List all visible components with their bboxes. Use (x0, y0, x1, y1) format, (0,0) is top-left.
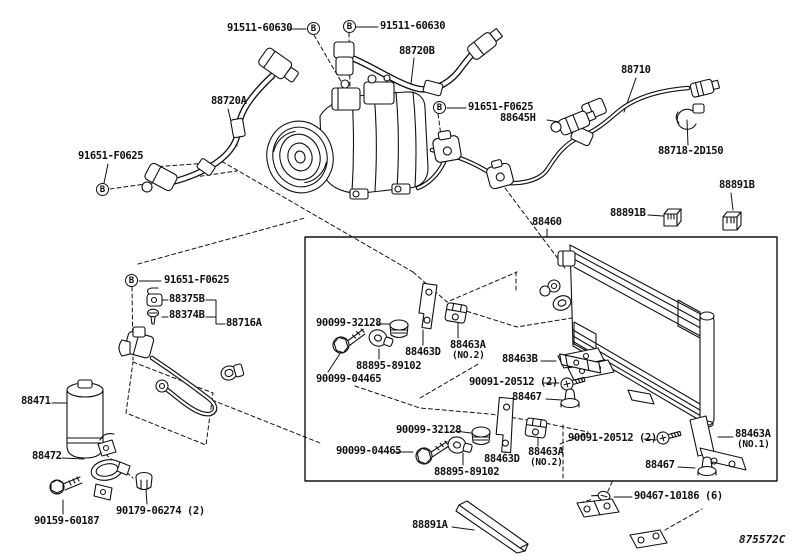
washer-88895-upper (368, 329, 394, 347)
bolt-90099-04465-lower (415, 440, 449, 465)
part-label-91651-f0625-3: 91651-F0625 (164, 274, 230, 286)
part-label-88463a-no1-sub: (NO.1) (737, 439, 770, 450)
pipe-clamp-2 (486, 159, 514, 190)
part-label-90159-60187: 90159-60187 (34, 515, 100, 527)
part-label-88463a-lower: 88463A (528, 446, 564, 458)
part-label-88895-89102-lower: 88895-89102 (434, 466, 500, 478)
discharge-hose-88720a (141, 47, 299, 193)
part-label-88895-89102-upper: 88895-89102 (356, 360, 422, 372)
part-label-88645h: 88645H (500, 112, 536, 124)
part-label-88374b: 88374B (169, 309, 205, 321)
clip-88463a-no2-lower (524, 417, 548, 439)
clip-88891b-left (663, 208, 682, 227)
suction-hose-88720b (333, 27, 503, 97)
part-label-91511-60630-1: 91511-60630 (227, 22, 293, 34)
tube-clamp (220, 363, 245, 381)
bracket-88463b (559, 353, 602, 374)
part-label-88716a: 88716A (226, 317, 262, 329)
bolt-90159-60187 (49, 476, 83, 495)
part-label-88463b: 88463B (502, 353, 538, 365)
condenser-group-box (304, 236, 778, 482)
part-label-91511-60630-2: 91511-60630 (380, 20, 446, 32)
cushion-88467-upper (560, 388, 580, 409)
part-label-90467-10186: 90467-10186 (6) (634, 490, 723, 502)
part-label-90179-06274: 90179-06274 (2) (116, 505, 205, 517)
callout-marker-b-3: B (96, 183, 109, 196)
bolt-90099-04465-upper (332, 328, 366, 354)
part-label-90099-32128-upper: 90099-32128 (316, 317, 382, 329)
liquid-pipe-88710 (494, 78, 721, 186)
part-label-88720b: 88720B (399, 45, 435, 57)
callout-marker-b-1: B (307, 22, 320, 35)
part-label-90099-04465-lower: 90099-04465 (336, 445, 402, 457)
part-label-88375b: 88375B (169, 293, 205, 305)
clip-88375b (146, 287, 163, 307)
pipe-clamp-91651 (432, 129, 462, 163)
part-label-88471: 88471 (21, 395, 51, 407)
bracket-plate-1 (576, 498, 620, 518)
part-label-88891b-left: 88891B (610, 207, 646, 219)
part-label-88463a-upper: 88463A (450, 339, 486, 351)
clip-88463a-no2-upper (444, 302, 468, 324)
label-leader-lines (51, 26, 734, 531)
compressor-drawing (266, 74, 429, 200)
clip-88891b-right (722, 211, 742, 231)
bracket-88463d-lower (495, 396, 514, 454)
part-label-88720a: 88720A (211, 95, 247, 107)
part-label-90099-32128-lower: 90099-32128 (396, 424, 462, 436)
screw-90091-lower (656, 430, 682, 445)
nut-90179-06274 (135, 471, 153, 491)
part-label-88467-lower: 88467 (645, 459, 675, 471)
part-label-88472: 88472 (32, 450, 62, 462)
part-label-88891a: 88891A (412, 519, 448, 531)
part-label-88460: 88460 (532, 216, 562, 228)
part-label-88463a-upper-no2: (NO.2) (452, 350, 485, 361)
part-label-91651-f0625-1: 91651-F0625 (78, 150, 144, 162)
callout-marker-b-4: B (433, 101, 446, 114)
callout-marker-b-5: B (125, 274, 138, 287)
bracket-88463d-upper (418, 282, 438, 330)
liquid-tube-88716a (118, 326, 245, 417)
part-label-88710: 88710 (621, 64, 651, 76)
part-label-90091-20512-lower: 90091-20512 (2) (568, 432, 657, 444)
grommet-90099-32128-lower (471, 426, 491, 446)
part-label-88463d-upper: 88463D (405, 346, 441, 358)
service-valve-88645h (550, 97, 607, 136)
part-label-88463d-lower: 88463D (484, 453, 520, 465)
diagram-code: 875572C (739, 533, 786, 546)
pipe-clamp-88718 (675, 103, 705, 130)
part-label-88467-upper: 88467 (512, 391, 542, 403)
part-label-88463a-no1: 88463A (735, 428, 771, 440)
bracket-plate-2 (629, 529, 668, 549)
screw-90091-upper (560, 376, 586, 391)
seal-bar-88891a (455, 500, 529, 554)
part-label-88463a-lower-no2: (NO.2) (530, 457, 563, 468)
grommet-90099-32128-upper (389, 319, 409, 339)
receiver-drier-88471 (66, 379, 104, 459)
part-label-91651-f0625-2: 91651-F0625 (468, 101, 534, 113)
part-label-88718-2d150: 88718-2D150 (658, 145, 724, 157)
pipe-end-connector (689, 78, 721, 98)
part-label-88891b-right: 88891B (719, 179, 755, 191)
washer-88895-lower (447, 436, 473, 454)
screw-88374b (146, 308, 160, 325)
cushion-88467-lower (697, 456, 717, 477)
part-label-90091-20512-upper: 90091-20512 (2) (469, 376, 558, 388)
condenser-receiver-tube (699, 314, 715, 426)
part-label-90099-04465-upper: 90099-04465 (316, 373, 382, 385)
drier-bracket-88472 (90, 433, 131, 501)
callout-marker-b-2: B (343, 20, 356, 33)
